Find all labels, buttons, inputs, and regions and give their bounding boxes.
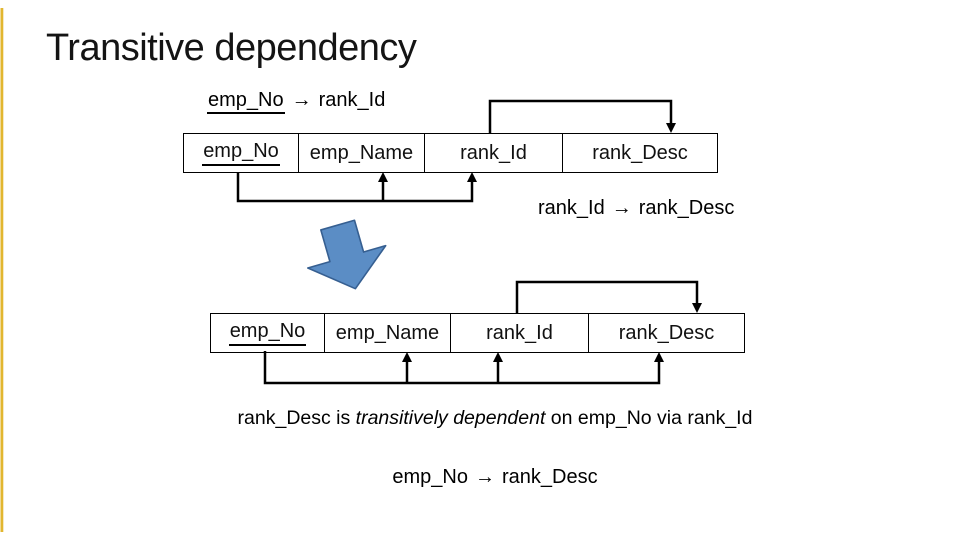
- bracket-top-table2: [515, 280, 699, 313]
- big-blue-down-arrow: [307, 219, 387, 290]
- primary-key-label: emp_No: [202, 140, 280, 166]
- column-rank-desc: rank_Desc: [592, 141, 688, 164]
- arrowhead-up-rankid-table1: [467, 172, 477, 182]
- column-rank-id: rank_Id: [425, 134, 563, 172]
- fd-rhs: rank_Id: [318, 89, 386, 111]
- fd-lhs-underlined: emp_No: [207, 89, 285, 114]
- column-emp-no: emp_No: [184, 134, 299, 172]
- caption-transitive-dependence: rank_Desc is transitively dependent on e…: [30, 407, 960, 430]
- arrowhead-down-rankdesc-table1: [666, 123, 676, 133]
- fd-empno-rankid: emp_No → rank_Id: [207, 89, 386, 114]
- arrowhead-up-rankdesc-table2: [654, 352, 664, 362]
- column-rank-id: rank_Id: [451, 314, 589, 352]
- bracket-top-table1: [488, 99, 673, 133]
- fd-rhs: rank_Desc: [502, 466, 598, 488]
- relation-table-top: emp_No emp_Name rank_Id rank_Desc: [183, 133, 718, 173]
- right-arrow-glyph: →: [475, 466, 495, 488]
- caption-post: on emp_No via rank_Id: [545, 407, 753, 429]
- relation-table-bottom: emp_No emp_Name rank_Id rank_Desc: [210, 313, 745, 353]
- fd-rankid-rankdesc: rank_Id → rank_Desc: [538, 197, 734, 220]
- column-emp-name: emp_Name: [325, 314, 451, 352]
- fd-lhs: rank_Id: [538, 197, 605, 219]
- slide-title: Transitive dependency: [46, 27, 417, 69]
- bracket-bottom-table2: [263, 351, 661, 385]
- column-emp-no: emp_No: [211, 314, 325, 352]
- column-emp-name: emp_Name: [299, 134, 425, 172]
- arrowhead-up-rankid-table2: [493, 352, 503, 362]
- caption-italic: transitively dependent: [355, 407, 546, 429]
- bracket-bottom-table1: [236, 172, 474, 203]
- arrowhead-up-empname-table2: [402, 352, 412, 362]
- left-accent-bar: [0, 8, 4, 532]
- primary-key-label: emp_No: [228, 320, 307, 346]
- fd-empno-rankdesc: emp_No → rank_Desc: [30, 466, 960, 489]
- right-arrow-glyph: →: [611, 197, 632, 219]
- arrowhead-down-rankdesc-table2: [692, 303, 702, 313]
- caption-pre: rank_Desc is: [237, 407, 356, 429]
- column-rank-desc: rank_Desc: [618, 321, 715, 344]
- arrowhead-up-empname-table1: [378, 172, 388, 182]
- fd-lhs: emp_No: [392, 466, 468, 488]
- right-arrow-glyph: →: [291, 89, 312, 111]
- fd-rhs: rank_Desc: [638, 197, 735, 219]
- blue-arrow-shape: [307, 219, 387, 290]
